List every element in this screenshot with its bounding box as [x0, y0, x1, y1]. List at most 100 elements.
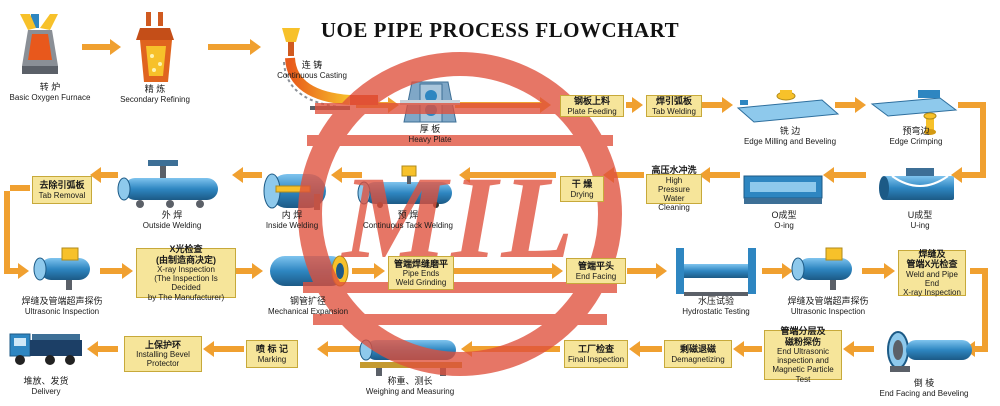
step-label-zh: 焊缝及: [918, 248, 946, 259]
step-label-en: Weighing and Measuring: [365, 386, 455, 396]
step-label-en: Final Inspection: [567, 354, 625, 364]
arrow: [964, 268, 988, 357]
step-label-zh-2: 磁粉探伤: [784, 336, 821, 347]
step-label-en: End Facing and Beveling: [879, 388, 969, 398]
step-label-en: Secondary Refining: [120, 94, 190, 104]
step-label-en: X-ray Inspection: [157, 264, 215, 274]
step-o-ing: O成型 O-ing: [724, 210, 844, 230]
step-edge-crimping: 预弯边 Edge Crimping: [856, 126, 976, 146]
step-drying: 干 燥 Drying: [560, 176, 604, 202]
step-label-zh: 堆放、发货: [23, 376, 69, 386]
step-label-zh: 管端平头: [577, 261, 614, 272]
crimping-icon: [870, 90, 958, 135]
step-weighing-and-measuring: 称重、测长 Weighing and Measuring: [350, 376, 470, 396]
step-label-zh: 预弯边: [902, 126, 930, 136]
arrow: [835, 97, 866, 113]
arrow: [4, 185, 30, 279]
arrow: [627, 263, 667, 279]
step-label-zh: 焊缝及管端超声探伤: [787, 296, 869, 306]
arrow: [90, 167, 118, 183]
step-label-en: End Facing: [575, 271, 617, 281]
step-label-zh: 干 燥: [571, 179, 593, 190]
arrow: [203, 341, 244, 357]
step-label-en: Ultrasonic Inspection: [24, 306, 100, 316]
arrow: [733, 341, 762, 357]
step-label-zh: 焊引弧板: [655, 96, 692, 107]
step-label-zh: 钢板上料: [573, 96, 610, 107]
step-label-en-2: (The Inspection Is Decided: [154, 274, 218, 293]
step-label-en: High Pressure Water Cleaning: [657, 175, 690, 213]
arrow: [454, 263, 563, 279]
step-label-en: Inside Welding: [265, 220, 319, 230]
step-plate-feeding: 钢板上料 Plate Feeding: [560, 95, 624, 117]
step-marking: 喷 标 记 Marking: [246, 340, 298, 368]
step-label-zh: 去除引弧板: [39, 180, 85, 191]
step-mechanical-expansion: 钢管扩径 Mechanical Expansion: [248, 296, 368, 316]
arrow: [699, 167, 740, 183]
step-label-zh: 焊缝及管端超声探伤: [21, 296, 103, 306]
truck-icon: [9, 333, 82, 365]
step-outside-welding: 外 焊 Outside Welding: [112, 210, 232, 230]
step-label-zh: O成型: [771, 210, 797, 220]
step-label-en: Hydrostatic Testing: [682, 306, 750, 316]
flow-arrows: [4, 39, 988, 357]
step-delivery: 堆放、发货 Delivery: [0, 376, 106, 396]
step-label-en-2: inspection and: [777, 356, 829, 366]
step-label-en: Edge Crimping: [889, 136, 943, 146]
step-inside-welding: 内 焊 Inside Welding: [232, 210, 352, 230]
step-label-en: Ultrasonic Inspection: [790, 306, 866, 316]
step-label-en: Continuous Tack Welding: [363, 220, 453, 230]
step-label-zh: 外 焊: [161, 210, 183, 220]
arrow: [459, 167, 556, 183]
tack-welder-icon: [357, 165, 452, 208]
step-label-zh: 工厂检查: [577, 344, 614, 355]
step-label-zh: 钢管扩径: [289, 296, 326, 306]
step-secondary-refining: 精 炼 Secondary Refining: [95, 84, 215, 104]
step-label-zh: 转 炉: [39, 82, 61, 92]
step-label-zh-2: (由制造商决定): [156, 254, 216, 265]
step-label-zh: 预 焊: [397, 210, 419, 220]
step-installing-bevel-protector: 上保护环 Installing Bevel Protector: [124, 336, 202, 372]
step-label-en: Tab Removal: [38, 190, 86, 200]
step-edge-milling: 铣 边 Edge Milling and Beveling: [730, 126, 850, 146]
step-label-en: Pipe Ends: [402, 268, 440, 278]
step-label-zh: 水压试验: [697, 296, 734, 306]
step-continuous-casting: 连 铸 Continuous Casting: [252, 60, 372, 80]
watermark-logo: MIL: [298, 52, 622, 376]
furnace-icon: [20, 14, 58, 74]
arrow: [762, 263, 793, 279]
step-label-zh: 铣 边: [779, 126, 801, 136]
step-label-en-2: Weld Grinding: [395, 278, 447, 288]
step-tab-removal: 去除引弧板 Tab Removal: [32, 176, 92, 204]
arrow: [331, 167, 362, 183]
step-label-zh: X光检查: [169, 244, 203, 255]
step-continuous-tack-welding: 预 焊 Continuous Tack Welding: [348, 210, 468, 230]
step-label-en: Installing Bevel: [136, 349, 190, 359]
step-label-zh: 厚 板: [419, 124, 441, 134]
step-demagnetizing: 剩磁退磁 Demagnetizing: [664, 340, 732, 368]
step-label-zh: 上保护环: [144, 339, 181, 350]
step-x-ray-inspection: X光检查 (由制造商决定) X-ray Inspection (The Insp…: [136, 244, 236, 302]
page-title: UOE PIPE PROCESS FLOWCHART: [320, 18, 680, 42]
step-tab-welding: 焊引弧板 Tab Welding: [646, 95, 702, 117]
svg-text:MIL: MIL: [341, 152, 578, 283]
step-label-en: Edge Milling and Beveling: [743, 136, 837, 146]
step-label-zh: 高压水冲洗: [651, 165, 697, 176]
step-label-en: End Ultrasonic: [776, 346, 830, 356]
u-press-icon: [879, 168, 954, 200]
arrow: [317, 341, 362, 357]
arrow: [702, 97, 733, 113]
arrow: [208, 39, 261, 55]
step-label-en: Mechanical Expansion: [267, 306, 349, 316]
step-label-en: Tab Welding: [652, 106, 696, 116]
step-label-en: Delivery: [31, 386, 61, 396]
step-end-facing-and-beveling: 倒 棱 End Facing and Beveling: [864, 378, 984, 398]
step-pipe-ends-weld-grinding: 管端焊缝磨平 Pipe Ends Weld Grinding: [388, 256, 454, 290]
arrow: [951, 102, 986, 183]
step-label-en: Continuous Casting: [277, 70, 347, 80]
o-press-icon: [743, 175, 823, 204]
step-label-zh: 连 铸: [301, 60, 323, 70]
step-label-en: U-ing: [910, 220, 930, 230]
